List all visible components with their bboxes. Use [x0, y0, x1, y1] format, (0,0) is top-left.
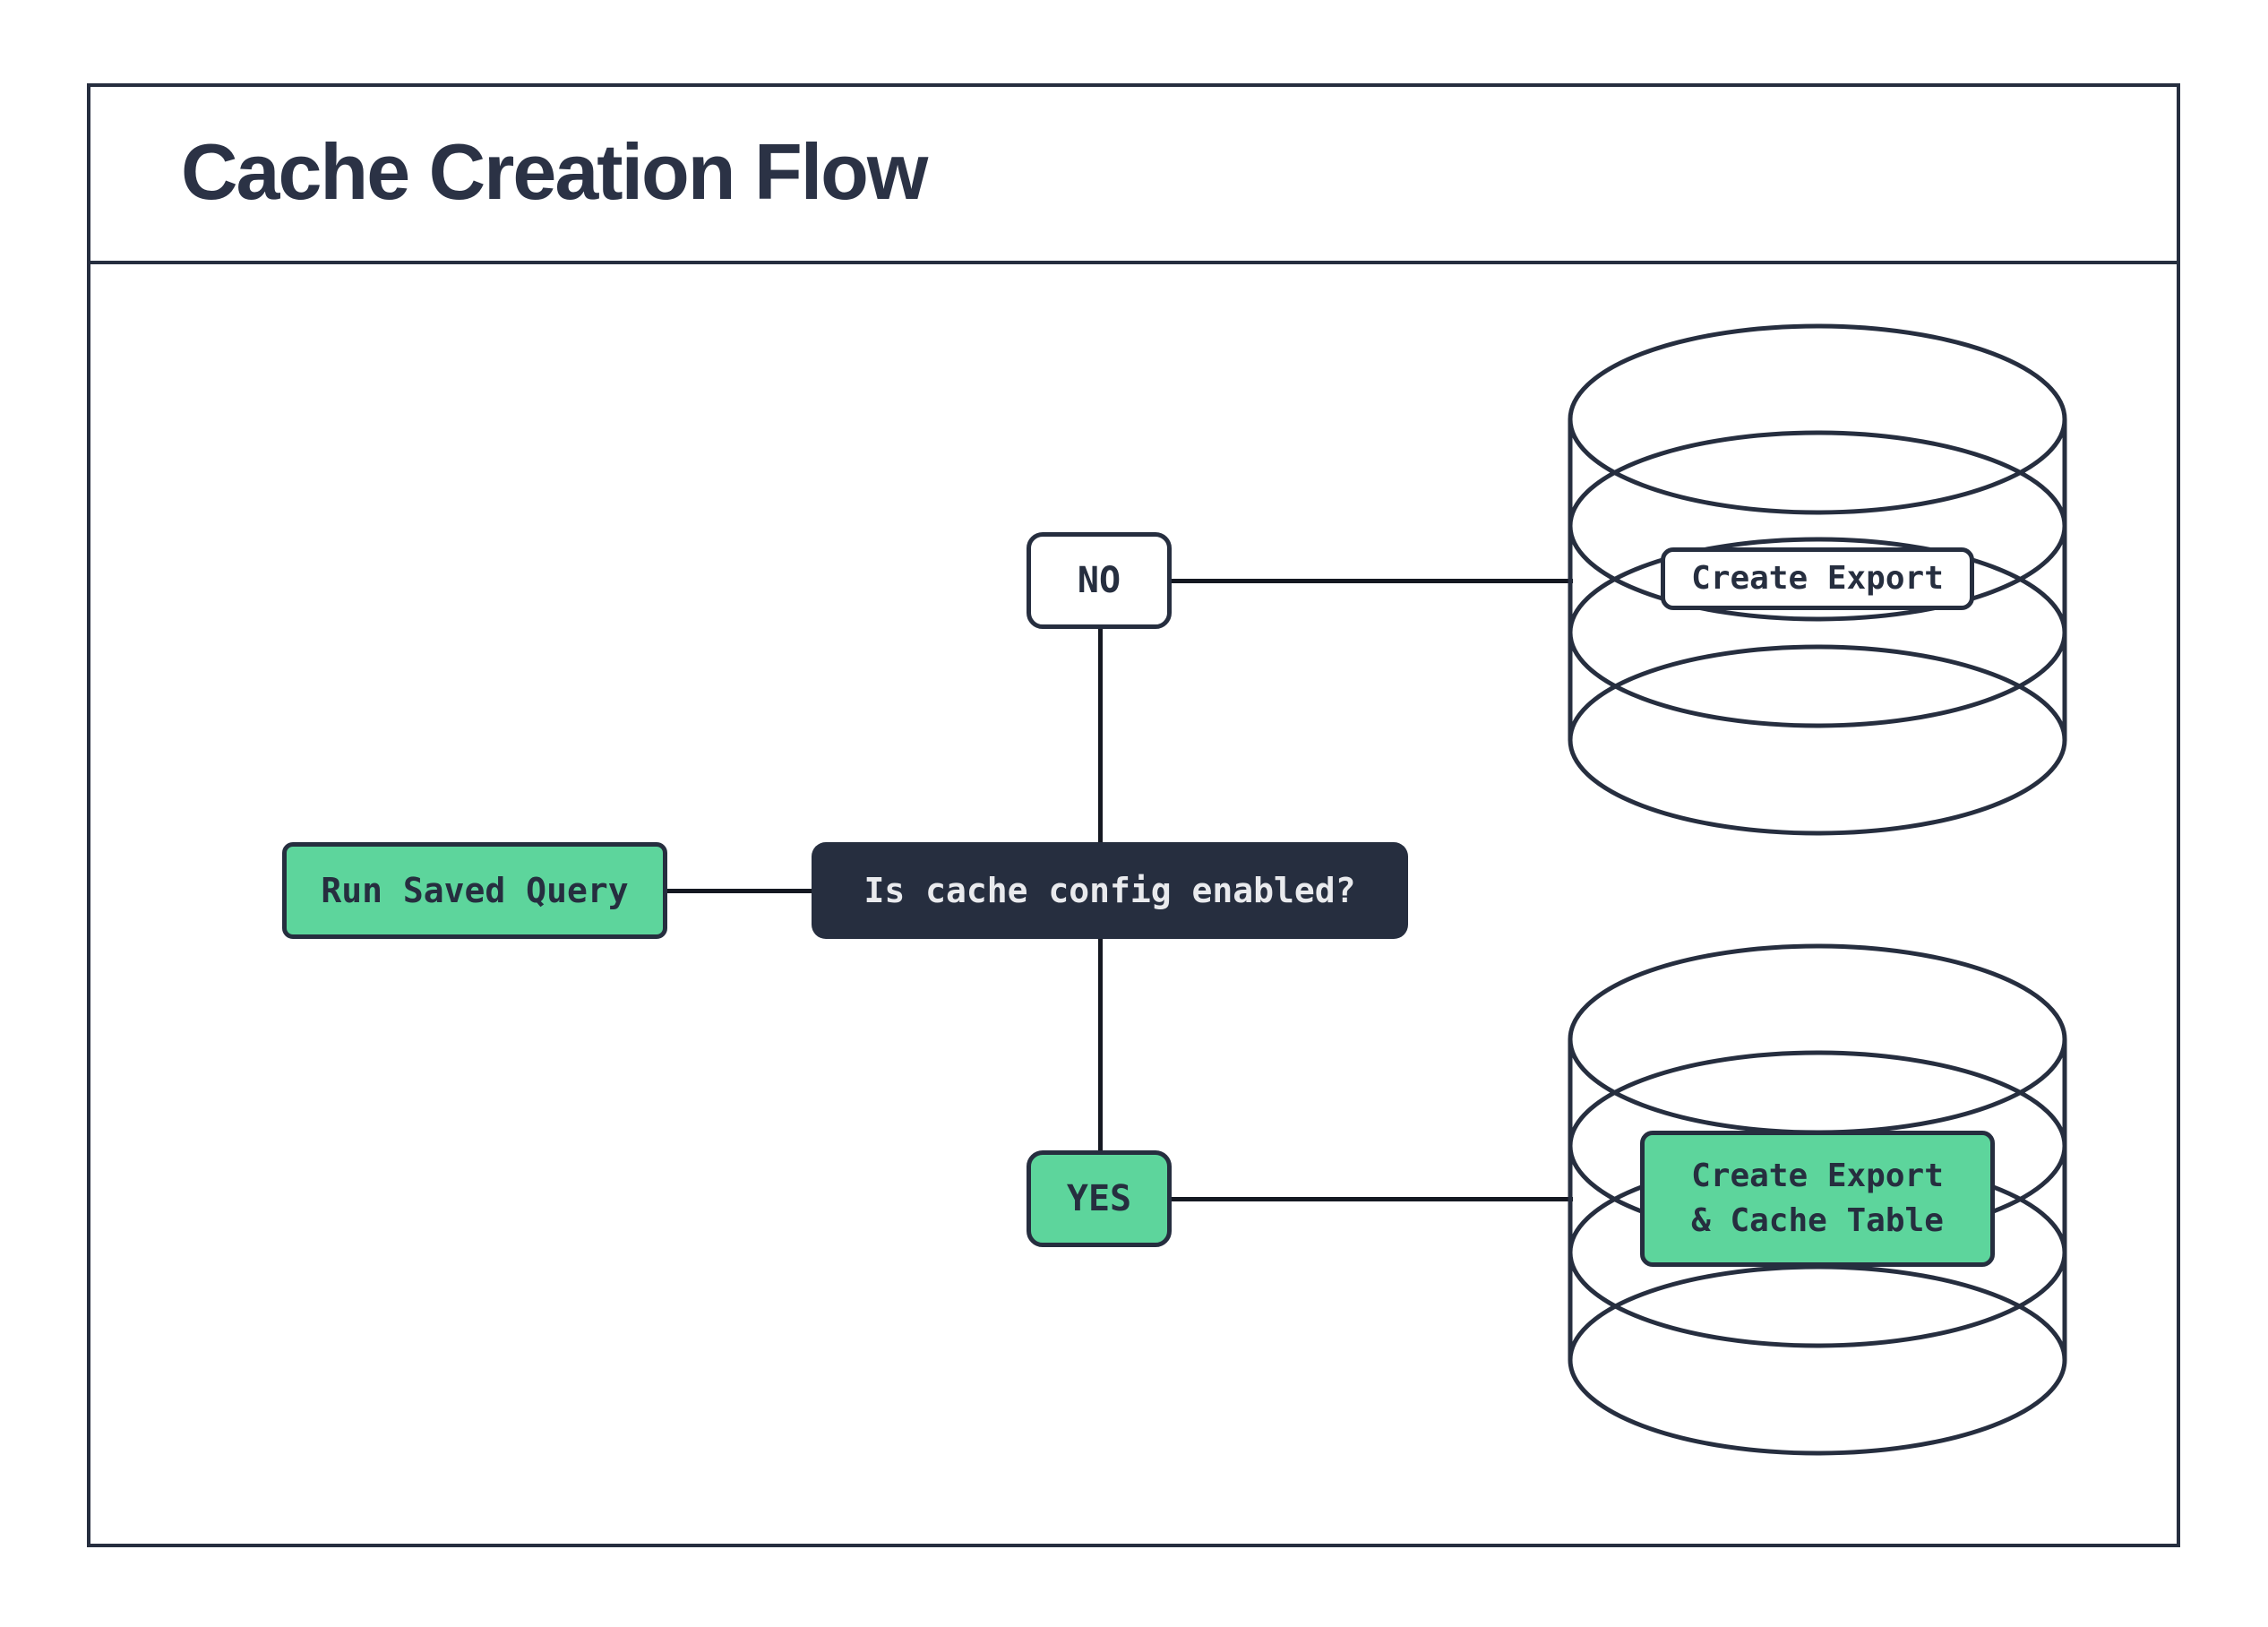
label-create-export-text: Create Export — [1691, 559, 1944, 597]
branch-no: NO — [1027, 532, 1172, 629]
label-create-export-cache-table: Create Export & Cache Table — [1640, 1131, 1995, 1267]
connector-question-to-yes — [1098, 939, 1103, 1150]
database-top-icon — [1566, 323, 2069, 837]
connector-no-to-database-top — [1172, 579, 1573, 583]
diagram-header: Cache Creation Flow — [87, 83, 2180, 264]
connector-run-to-question — [667, 889, 812, 893]
label-create-export-cache-line2: & Cache Table — [1691, 1202, 1944, 1239]
label-create-export-cache-line1: Create Export — [1691, 1157, 1944, 1194]
node-cache-config-question-label: Is cache config enabled? — [863, 871, 1356, 910]
node-cache-config-question: Is cache config enabled? — [812, 842, 1408, 939]
connector-yes-to-database-bottom — [1172, 1197, 1573, 1201]
label-create-export: Create Export — [1661, 547, 1974, 610]
branch-no-label: NO — [1077, 560, 1121, 601]
page-title: Cache Creation Flow — [181, 127, 928, 216]
node-run-saved-query-label: Run Saved Query — [321, 871, 629, 910]
branch-yes: YES — [1027, 1150, 1172, 1247]
connector-question-to-no — [1098, 629, 1103, 842]
node-run-saved-query: Run Saved Query — [282, 842, 667, 939]
branch-yes-label: YES — [1066, 1178, 1132, 1219]
